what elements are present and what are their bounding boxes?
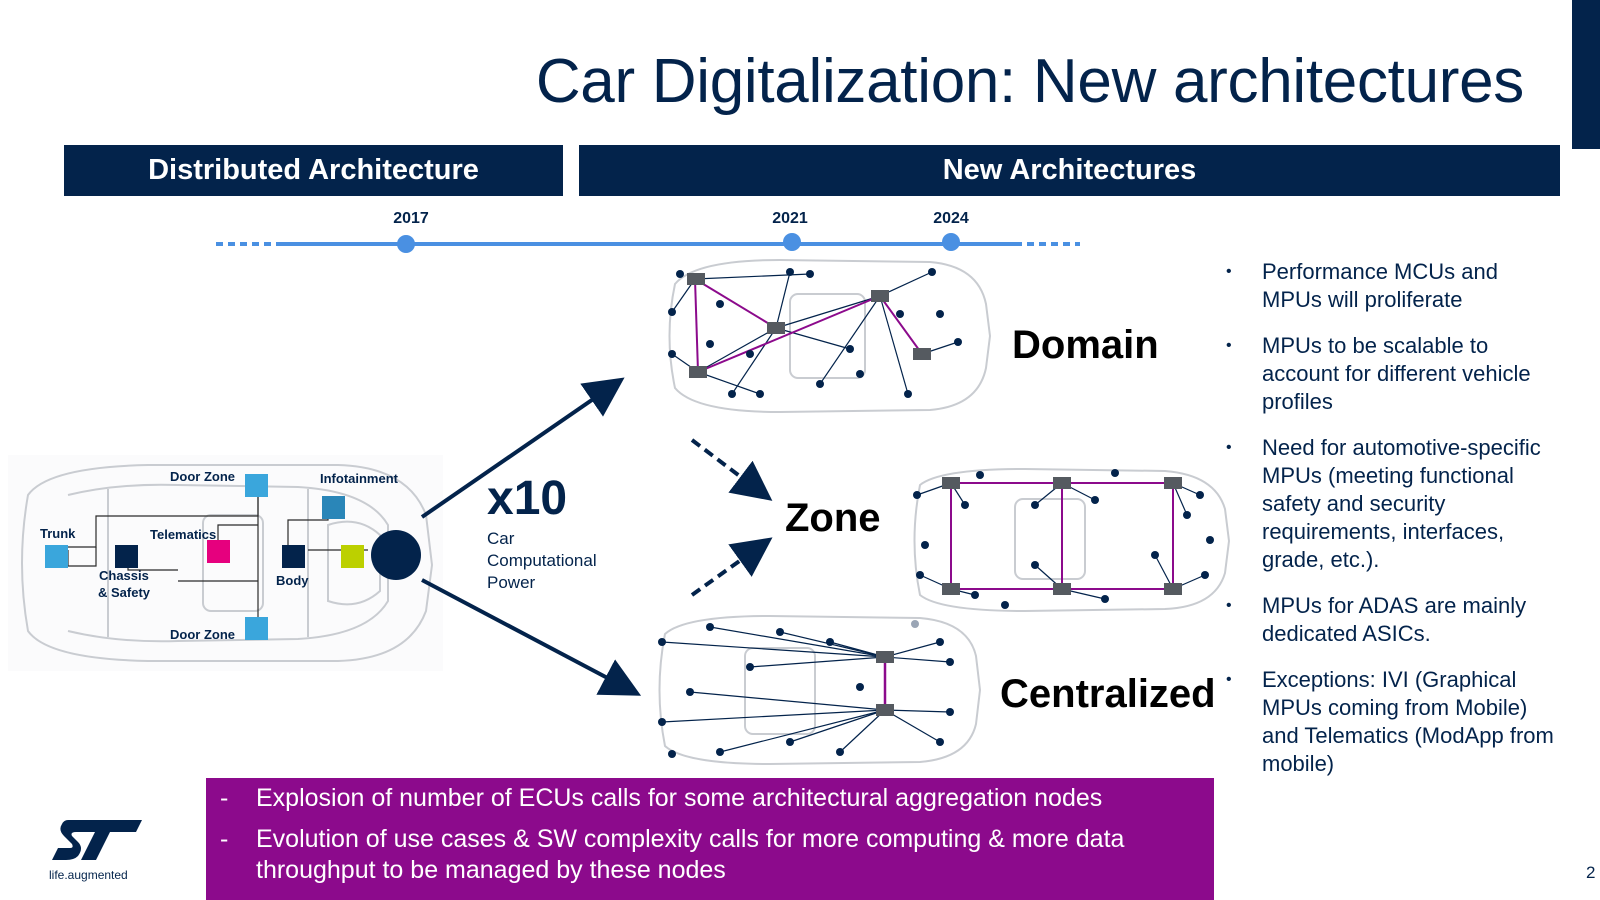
distributed-architecture-label: Distributed Architecture bbox=[148, 154, 479, 186]
central-ecu-circle bbox=[371, 530, 421, 580]
timeline-dot-2024 bbox=[942, 233, 960, 251]
centralized-car-diagram bbox=[658, 614, 982, 766]
page-number: 2 bbox=[1586, 863, 1596, 882]
distributed-architecture-band: Distributed Architecture bbox=[64, 145, 563, 196]
arrow-centralized-to-zone bbox=[690, 537, 773, 597]
accent-bar bbox=[1572, 0, 1600, 149]
key-message-item: -Explosion of number of ECUs calls for s… bbox=[220, 783, 1190, 814]
domain-label: Domain bbox=[1012, 323, 1159, 367]
arrow-domain-to-zone bbox=[690, 438, 773, 501]
bullet-text: MPUs to be scalable to account for diffe… bbox=[1262, 333, 1531, 414]
zone-label: Zone bbox=[785, 496, 881, 540]
trunk-label: Trunk bbox=[40, 526, 76, 541]
new-architectures-band: New Architectures bbox=[579, 145, 1560, 196]
timeline-dot-2021 bbox=[783, 233, 801, 251]
trunk-node bbox=[45, 545, 68, 568]
bullet-text: Need for automotive-specific MPUs (meeti… bbox=[1262, 435, 1541, 572]
key-message-item: -Evolution of use cases & SW complexity … bbox=[220, 824, 1190, 886]
growth-description-line: Power bbox=[487, 573, 536, 592]
key-message-text: Explosion of number of ECUs calls for so… bbox=[256, 784, 1103, 812]
centralized-label: Centralized bbox=[1000, 672, 1216, 716]
arrow-to-centralized bbox=[421, 578, 642, 696]
bullet-text: Exceptions: IVI (Graphical MPUs coming f… bbox=[1262, 667, 1554, 776]
st-logo-icon bbox=[52, 820, 142, 860]
distributed-car-panel bbox=[8, 455, 443, 671]
year-2017: 2017 bbox=[393, 210, 429, 227]
distributed-car-drawing bbox=[21, 464, 434, 662]
domain-car-diagram bbox=[668, 258, 992, 414]
growth-description-line: Car bbox=[487, 529, 515, 548]
door-zone-bottom-node bbox=[245, 617, 268, 640]
new-architectures-label: New Architectures bbox=[942, 154, 1197, 186]
infotainment-label: Infotainment bbox=[320, 471, 398, 486]
bullet-item: •MPUs to be scalable to account for diff… bbox=[1226, 333, 1531, 414]
chassis-safety-node bbox=[115, 545, 138, 568]
brand-tagline: life.augmented bbox=[49, 868, 128, 882]
telematics-label: Telematics bbox=[150, 527, 217, 542]
chassis-label: Chassis bbox=[99, 568, 149, 583]
bullet-list: •Performance MCUs and MPUs will prolifer… bbox=[1212, 258, 1560, 796]
safety-label: & Safety bbox=[98, 585, 151, 600]
bullet-item: •Performance MCUs and MPUs will prolifer… bbox=[1226, 259, 1498, 312]
growth-description: Car Computational Power bbox=[487, 528, 637, 594]
year-2021: 2021 bbox=[772, 210, 808, 227]
telematics-node bbox=[207, 540, 230, 563]
timeline bbox=[216, 233, 1080, 253]
bullet-item: •Need for automotive-specific MPUs (meet… bbox=[1226, 435, 1541, 572]
growth-description-line: Computational bbox=[487, 551, 597, 570]
key-message-box: -Explosion of number of ECUs calls for s… bbox=[206, 778, 1214, 900]
year-2024: 2024 bbox=[933, 210, 969, 227]
zone-car-diagram bbox=[913, 467, 1231, 613]
slide-title: Car Digitalization: New architectures bbox=[535, 47, 1524, 116]
key-message-text: Evolution of use cases & SW complexity c… bbox=[256, 825, 1125, 884]
body-node bbox=[282, 545, 305, 568]
bullet-text: Performance MCUs and MPUs will prolifera… bbox=[1262, 259, 1498, 312]
lime-node bbox=[341, 545, 364, 568]
timeline-dot-2017 bbox=[397, 235, 415, 253]
door-zone-bottom-label: Door Zone bbox=[170, 627, 235, 642]
bullet-item: •Exceptions: IVI (Graphical MPUs coming … bbox=[1226, 667, 1554, 776]
growth-factor: x10 bbox=[487, 472, 568, 525]
door-zone-top-label: Door Zone bbox=[170, 469, 235, 484]
infotainment-node bbox=[322, 496, 345, 519]
body-label: Body bbox=[276, 573, 309, 588]
bullet-text: MPUs for ADAS are mainly dedicated ASICs… bbox=[1262, 593, 1527, 646]
arrow-to-domain bbox=[420, 377, 625, 519]
bullet-item: •MPUs for ADAS are mainly dedicated ASIC… bbox=[1226, 593, 1527, 646]
door-zone-top-node bbox=[245, 474, 268, 497]
